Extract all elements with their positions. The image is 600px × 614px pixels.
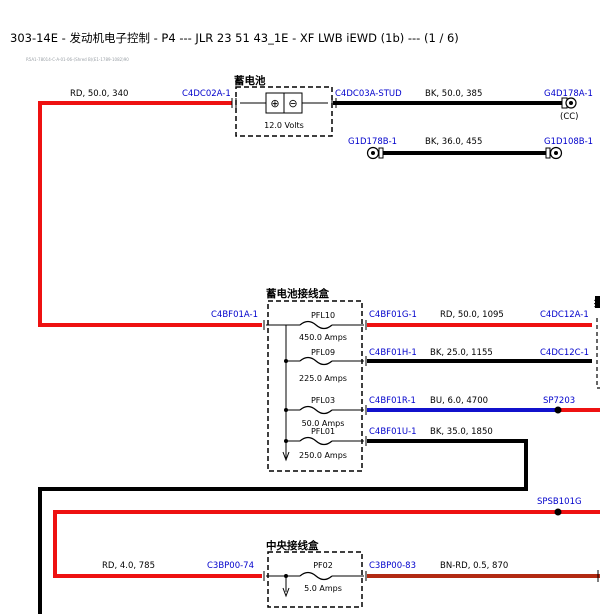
wire-spsb101g-loop[interactable] bbox=[53, 510, 600, 578]
splice-sp7203-label[interactable]: SP7203 bbox=[543, 396, 575, 406]
connector-c4dc03a[interactable]: C4DC03A-STUD bbox=[335, 89, 402, 99]
wire-label-pf02-out: BN-RD, 0.5, 870 bbox=[440, 561, 508, 571]
fuse-pf02-name: PF02 bbox=[313, 561, 333, 570]
fuse-pfl01-rating: 250.0 Amps bbox=[299, 451, 347, 460]
battery-voltage: 12.0 Volts bbox=[264, 121, 304, 130]
battery-minus-icon: ⊖ bbox=[288, 97, 297, 110]
diagram-title: 303-14E - 发动机电子控制 - P4 --- JLR 23 51 43_… bbox=[10, 31, 459, 45]
partial-label-right-1: 拍 bbox=[594, 297, 600, 309]
connector-c4dc02a[interactable]: C4DC02A-1 bbox=[182, 89, 231, 99]
wire-label-battery-negative: BK, 50.0, 385 bbox=[425, 89, 482, 99]
wire-battery-positive-vertical[interactable] bbox=[38, 101, 262, 327]
wire-pfl01-output[interactable] bbox=[38, 439, 528, 614]
connector-c4dc12a[interactable]: C4DC12A-1 bbox=[540, 310, 589, 320]
ground-eyelet-g1d108b[interactable] bbox=[545, 146, 563, 160]
battery-component[interactable]: ⊕ ⊖ bbox=[235, 86, 333, 137]
fuse-pfl03-name: PFL03 bbox=[311, 396, 335, 405]
wire-label-pfl03: BU, 6.0, 4700 bbox=[430, 396, 488, 406]
connector-c3bp00-83[interactable]: C3BP00-83 bbox=[369, 561, 416, 571]
fuse-pfl10-name: PFL10 bbox=[311, 311, 335, 320]
connector-c4bf01g[interactable]: C4BF01G-1 bbox=[369, 310, 417, 320]
connector-c4bf01a[interactable]: C4BF01A-1 bbox=[211, 310, 258, 320]
fuse-pfl09-name: PFL09 bbox=[311, 348, 335, 357]
wire-label-pfl09: BK, 25.0, 1155 bbox=[430, 348, 493, 358]
fuse-pfl09-rating: 225.0 Amps bbox=[299, 374, 347, 383]
wire-label-pfl01: BK, 35.0, 1850 bbox=[430, 427, 493, 437]
battery-junction-box[interactable] bbox=[263, 300, 367, 472]
central-junction-box[interactable] bbox=[263, 551, 367, 608]
wire-label-ground-strap: BK, 36.0, 455 bbox=[425, 137, 482, 147]
wire-label-pfl10: RD, 50.0, 1095 bbox=[440, 310, 504, 320]
battery-junction-box-label: 蓄电池接线盒 bbox=[266, 287, 329, 300]
ground-eyelet-g1d178b[interactable] bbox=[366, 146, 384, 160]
fuse-pfl10-rating: 450.0 Amps bbox=[299, 333, 347, 342]
splice-spsb101g-label[interactable]: SPSB101G bbox=[537, 497, 582, 507]
battery-label: 蓄电池 bbox=[234, 74, 266, 87]
wire-label-pf02-in: RD, 4.0, 785 bbox=[102, 561, 155, 571]
connector-g4d178a-note: (CC) bbox=[560, 112, 579, 122]
connector-pins-battery bbox=[231, 98, 337, 108]
diagram-subtitle: R5A1-78014-C-A-01-06-(Shred B)(E1-1789-1… bbox=[26, 57, 129, 62]
connector-g1d108b[interactable]: G1D108B-1 bbox=[544, 137, 593, 147]
fuse-pfl03-rating: 50.0 Amps bbox=[302, 419, 345, 428]
connector-g1d178b[interactable]: G1D178B-1 bbox=[348, 137, 397, 147]
connector-c4bf01r[interactable]: C4BF01R-1 bbox=[369, 396, 416, 406]
splice-sp7203[interactable] bbox=[554, 406, 562, 414]
connector-c4bf01u[interactable]: C4BF01U-1 bbox=[369, 427, 417, 437]
wire-segments bbox=[38, 101, 600, 614]
battery-plus-icon: ⊕ bbox=[270, 97, 279, 110]
wire-label-battery-positive: RD, 50.0, 340 bbox=[70, 89, 128, 99]
ground-eyelet-g4d178a[interactable] bbox=[561, 97, 577, 109]
connector-g4d178a[interactable]: G4D178A-1 bbox=[544, 89, 593, 99]
fuse-pf02-rating: 5.0 Amps bbox=[304, 584, 342, 593]
partial-component-right bbox=[595, 296, 600, 389]
fuse-pfl01-name: PFL01 bbox=[311, 427, 335, 436]
connector-c4dc12c[interactable]: C4DC12C-1 bbox=[540, 348, 589, 358]
splice-spsb101g[interactable] bbox=[554, 508, 562, 516]
connector-c4bf01h[interactable]: C4BF01H-1 bbox=[369, 348, 417, 358]
central-junction-box-label: 中央接线盒 bbox=[266, 539, 319, 552]
connector-c3bp00-74[interactable]: C3BP00-74 bbox=[207, 561, 254, 571]
